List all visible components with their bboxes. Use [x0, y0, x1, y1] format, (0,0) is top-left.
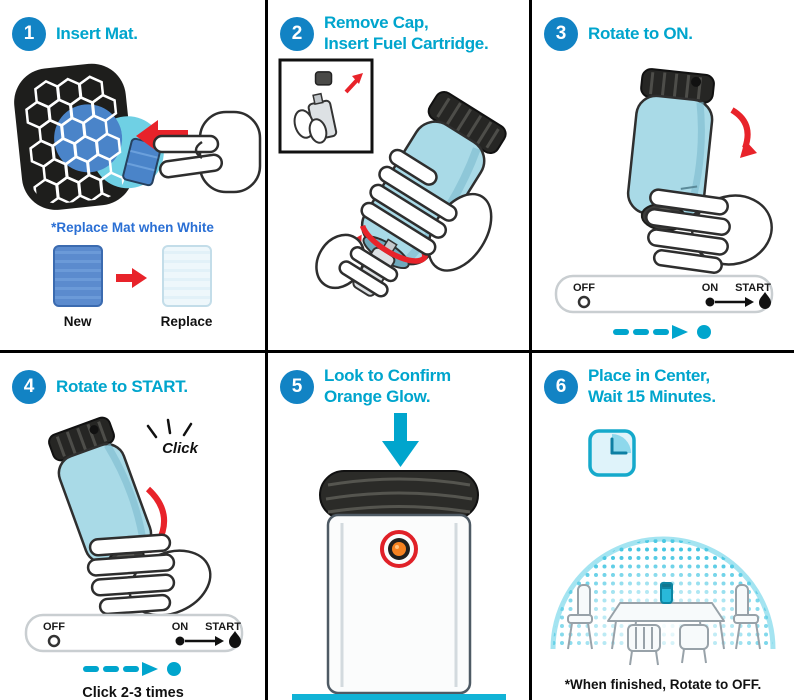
- step-number-badge: 1: [12, 17, 46, 51]
- step-title: Rotate to START.: [56, 376, 188, 396]
- dial-on-label: ON: [171, 621, 188, 633]
- step-title: Insert Mat.: [56, 23, 138, 43]
- fingers: [293, 109, 327, 144]
- step-3-panel: 3 Rotate to ON.: [529, 0, 794, 350]
- step-4-illustration: Click: [24, 416, 243, 700]
- click-burst: Click: [146, 418, 199, 457]
- on-position: [705, 297, 715, 307]
- step-6-illustration: [550, 429, 776, 666]
- step-1-header: 1 Insert Mat.: [0, 0, 265, 58]
- step-4-header: 4 Rotate to START.: [0, 353, 265, 411]
- off-position: [577, 295, 591, 309]
- on-position: [175, 636, 184, 646]
- dial-indicator: OFF ON START: [24, 613, 243, 653]
- step-4-panel: 4 Rotate to START. Click: [0, 350, 265, 700]
- mat-comparison: New Replace: [0, 245, 265, 329]
- step-number-badge: 6: [544, 370, 578, 404]
- step-6-panel: 6 Place in Center, Wait 15 Minutes.: [529, 350, 794, 700]
- dial-indicator: OFF ON START: [554, 274, 774, 314]
- dial-start-label: START: [205, 621, 241, 633]
- rotate-direction-arrow: [82, 662, 181, 676]
- hand: [645, 188, 773, 274]
- hand: [152, 110, 261, 194]
- look-here-arrow: [381, 413, 419, 467]
- pull-cap-arrow: [344, 77, 359, 94]
- step-title: Remove Cap, Insert Fuel Cartridge.: [324, 13, 489, 53]
- click-label: Click: [162, 440, 199, 457]
- click-times-note: Click 2-3 times: [82, 685, 184, 700]
- repeller-device-front: [291, 470, 506, 700]
- mat-replace-label: Replace: [160, 314, 213, 329]
- patio-furniture: [567, 582, 761, 666]
- step-5-header: 5 Look to Confirm Orange Glow.: [268, 353, 529, 411]
- remove-cap-inset: [278, 58, 373, 154]
- step-2-panel: 2 Remove Cap, Insert Fuel Cartridge.: [265, 0, 529, 350]
- step-6-header: 6 Place in Center, Wait 15 Minutes.: [532, 353, 794, 411]
- repeller-device: [314, 91, 507, 298]
- step-1-panel: 1 Insert Mat.: [0, 0, 265, 350]
- repeller-on-table: [660, 582, 673, 604]
- dial-off-label: OFF: [43, 621, 65, 633]
- step-3-header: 3 Rotate to ON.: [532, 0, 794, 58]
- step-5-panel: 5 Look to Confirm Orange Glow.: [265, 350, 529, 700]
- step-title: Look to Confirm Orange Glow.: [324, 366, 451, 406]
- flame-icon: [228, 631, 241, 648]
- mat-replace-swatch: [161, 245, 212, 307]
- flame-icon: [759, 292, 771, 309]
- grill-louvers: [325, 477, 472, 514]
- hand-lower: [314, 233, 398, 298]
- mat-new-label: New: [63, 314, 92, 329]
- device-base: [291, 694, 506, 700]
- dial-on-label: ON: [702, 282, 719, 294]
- repellent-mat: [121, 137, 162, 187]
- step-number-badge: 2: [280, 17, 314, 51]
- hand-upper: [359, 148, 492, 272]
- replace-arrow: [115, 268, 147, 288]
- step-5-illustration: [291, 413, 506, 700]
- step-2-header: 2 Remove Cap, Insert Fuel Cartridge.: [268, 0, 529, 58]
- step-number-badge: 5: [280, 370, 314, 404]
- step-number-badge: 4: [12, 370, 46, 404]
- hand: [86, 533, 212, 617]
- step-1-illustration: [13, 63, 261, 210]
- dial-start-label: START: [735, 282, 771, 294]
- step-3-illustration: OFF ON START: [554, 68, 774, 339]
- step-title: Rotate to ON.: [588, 23, 693, 43]
- dial-off-label: OFF: [573, 282, 595, 294]
- off-position: [47, 634, 60, 648]
- orange-glow-indicator: [379, 530, 418, 568]
- finished-note: *When finished, Rotate to OFF.: [564, 677, 762, 692]
- replace-mat-note: *Replace Mat when White: [51, 220, 214, 235]
- step-2-illustration: [278, 58, 507, 298]
- step-number-badge: 3: [544, 17, 578, 51]
- timer-clock-icon: [588, 429, 636, 477]
- mat-new-swatch: [52, 245, 103, 307]
- rotate-direction-arrow: [613, 325, 711, 339]
- step-title: Place in Center, Wait 15 Minutes.: [588, 366, 716, 406]
